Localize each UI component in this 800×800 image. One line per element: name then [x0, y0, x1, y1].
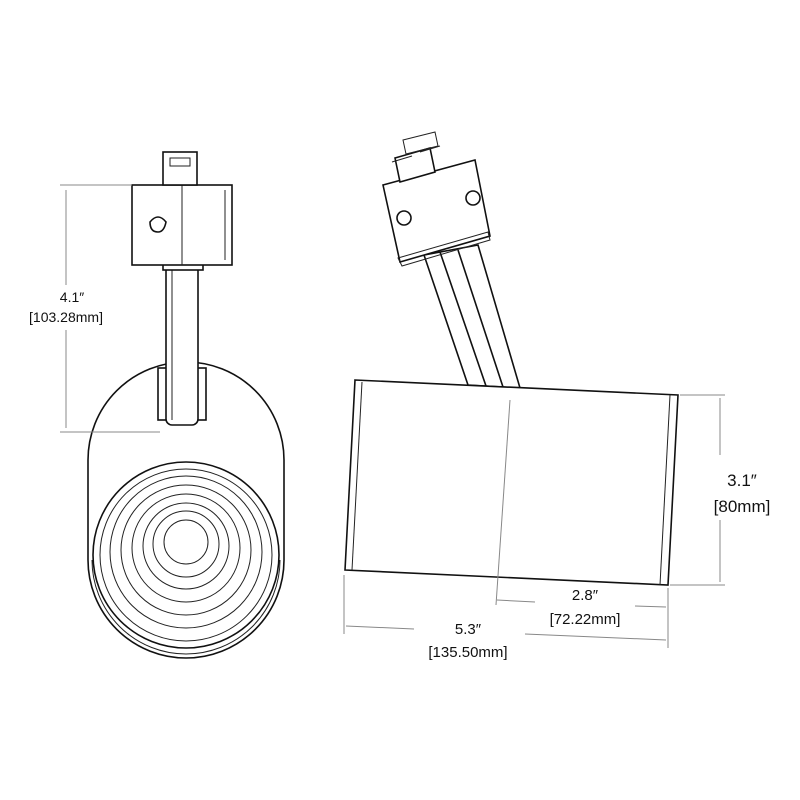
diameter-metric: [80mm] — [714, 497, 771, 516]
head-length-imperial: 2.8″ — [572, 587, 599, 604]
side-adapter — [382, 159, 491, 264]
lens-rings — [92, 461, 280, 649]
front-body — [87, 361, 285, 659]
side-body — [344, 379, 679, 586]
head-length-metric: [72.22mm] — [550, 611, 621, 628]
height-metric: [103.28mm] — [29, 309, 103, 325]
adapter-latch-icon — [149, 216, 167, 233]
front-connector — [162, 151, 198, 186]
screw-icon — [465, 190, 481, 206]
total-length-metric: [135.50mm] — [428, 644, 507, 661]
side-view: 3.1″ [80mm] 2.8″ [72.22mm] 5.3″ [135.50m… — [343, 131, 771, 661]
height-imperial: 4.1″ — [60, 289, 84, 305]
screw-icon — [396, 210, 412, 226]
side-stem — [422, 244, 522, 389]
front-stem — [165, 264, 199, 426]
total-length-imperial: 5.3″ — [455, 621, 482, 638]
diameter-imperial: 3.1″ — [727, 471, 757, 490]
front-view: 4.1″ [103.28mm] — [29, 151, 285, 659]
